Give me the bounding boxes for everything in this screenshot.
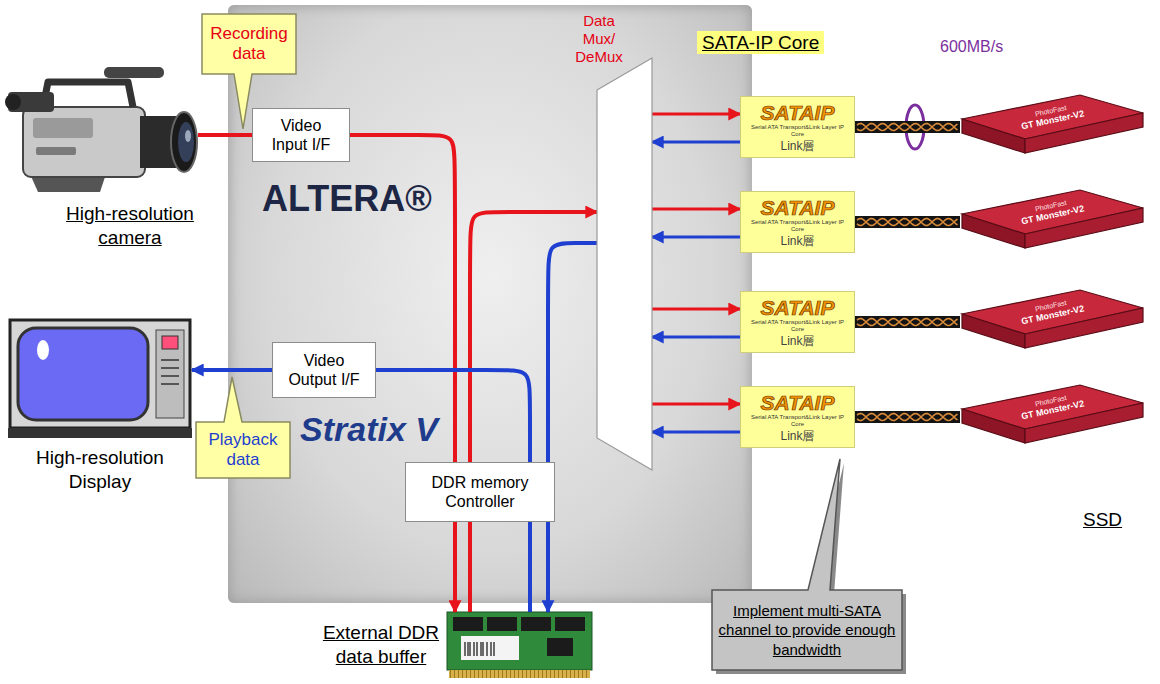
section-heading: SATA-IP Core bbox=[697, 31, 824, 54]
box-label: Video Output I/F bbox=[281, 351, 367, 389]
label-holder: SATA-IP Core bbox=[697, 32, 824, 54]
signal-line bbox=[198, 133, 252, 137]
bandwidth-label: 600MB/s bbox=[940, 38, 1003, 55]
camera-illustration bbox=[5, 67, 197, 192]
fpga-chip: ALTERA® Stratix V Video Input I/F Data Mux/… bbox=[228, 5, 752, 603]
ip-core-box: SATAIPSerial ATA Transport&Link Layer IP… bbox=[740, 96, 855, 158]
ssd-drive: PhotoFastGT Monster-V2 bbox=[960, 284, 1145, 360]
display-illustration bbox=[8, 320, 192, 438]
layer-label: Link層 bbox=[780, 139, 814, 153]
ip-subtitle: Serial ATA Transport&Link Layer IP Core bbox=[745, 319, 850, 333]
ssd-drive: PhotoFastGT Monster-V2 bbox=[960, 184, 1145, 260]
box-label: Video Input I/F bbox=[261, 116, 341, 154]
ip-core-box: SATAIPSerial ATA Transport&Link Layer IP… bbox=[740, 291, 855, 353]
write-arrow bbox=[652, 208, 740, 211]
sata-cable bbox=[855, 121, 960, 133]
read-arrow bbox=[652, 431, 740, 434]
label-holder: 600MB/s bbox=[940, 38, 1003, 56]
interface-box: Video Output I/F bbox=[272, 342, 376, 398]
cable-twist-group bbox=[857, 124, 958, 421]
callout-text: Recording data bbox=[206, 24, 292, 65]
bandwidth-loop bbox=[906, 105, 924, 149]
ssd-drive: PhotoFastGT Monster-V2 bbox=[960, 89, 1145, 165]
logo-text: Stratix V bbox=[300, 410, 438, 449]
callout-text: Playback data bbox=[200, 430, 286, 471]
read-arrow bbox=[652, 141, 740, 144]
note-text: Implement multi-SATA channel to provide … bbox=[716, 601, 898, 660]
outline-face bbox=[962, 119, 1025, 153]
ssd-outline bbox=[960, 89, 1145, 165]
ip-subtitle: Serial ATA Transport&Link Layer IP Core bbox=[745, 219, 850, 233]
camera-figure: High-resolution camera bbox=[8, 52, 198, 250]
ssd-outline bbox=[960, 184, 1145, 260]
signal-line bbox=[350, 135, 455, 612]
ssd-drive: PhotoFastGT Monster-V2 bbox=[960, 379, 1145, 455]
box-label: DDR memory Controller bbox=[414, 473, 546, 511]
cable-twist bbox=[857, 414, 958, 421]
logo-text: ALTERA® bbox=[262, 178, 432, 220]
signal-line bbox=[192, 368, 272, 372]
signal-line bbox=[470, 212, 597, 612]
ssd-outline bbox=[960, 379, 1145, 455]
layer-label: Link層 bbox=[780, 429, 814, 443]
signal-line bbox=[548, 243, 597, 612]
callout-box: Recording data bbox=[202, 14, 296, 74]
sata-cable bbox=[855, 411, 960, 423]
signal-line bbox=[376, 370, 530, 612]
callout-box: Playback data bbox=[196, 422, 290, 478]
text-holder: Data Mux/ DeMux bbox=[570, 12, 628, 66]
ip-core-box: SATAIPSerial ATA Transport&Link Layer IP… bbox=[740, 191, 855, 253]
sata-cable bbox=[855, 316, 960, 328]
cable-twist bbox=[857, 414, 958, 421]
ip-core-box: SATAIPSerial ATA Transport&Link Layer IP… bbox=[740, 386, 855, 448]
memory-module-illustration bbox=[447, 612, 592, 678]
cable-twist bbox=[857, 124, 958, 131]
ssd-outline bbox=[960, 284, 1145, 360]
cable-twist bbox=[857, 219, 958, 226]
outline-face bbox=[597, 58, 652, 470]
ip-subtitle: Serial ATA Transport&Link Layer IP Core bbox=[745, 124, 850, 138]
outline-face bbox=[962, 214, 1025, 248]
note-callout: Implement multi-SATA channel to provide … bbox=[712, 590, 902, 670]
outline-face bbox=[962, 314, 1025, 348]
ip-logo: SATAIP bbox=[761, 296, 835, 319]
interface-box: Video Input I/F bbox=[252, 108, 350, 162]
callout-shape bbox=[712, 459, 902, 670]
mux-outline bbox=[597, 58, 652, 470]
read-arrow bbox=[652, 336, 740, 339]
callout-shape bbox=[196, 377, 290, 478]
text-holder: ALTERA® bbox=[262, 178, 432, 220]
figure-label: High-resolution Display bbox=[8, 446, 192, 494]
cable-twist bbox=[857, 319, 958, 326]
connector-group bbox=[192, 114, 960, 612]
write-arrow bbox=[652, 113, 740, 116]
figure-label: External DDR data buffer bbox=[320, 621, 442, 669]
ip-logo: SATAIP bbox=[761, 101, 835, 124]
controller-box: DDR memory Controller bbox=[405, 462, 555, 522]
read-arrow bbox=[652, 236, 740, 239]
cable-twist bbox=[857, 124, 958, 131]
label-holder: SSD bbox=[1083, 508, 1122, 532]
ip-logo: SATAIP bbox=[761, 391, 835, 414]
memory-module: External DDR data buffer bbox=[320, 612, 592, 678]
write-arrow bbox=[652, 403, 740, 406]
display-figure: High-resolution Display bbox=[8, 318, 192, 494]
mux-block: Data Mux/ DeMux bbox=[597, 58, 652, 470]
text-holder: Stratix V bbox=[300, 410, 438, 449]
ip-subtitle: Serial ATA Transport&Link Layer IP Core bbox=[745, 414, 850, 428]
outline-face bbox=[962, 409, 1025, 443]
write-arrow bbox=[652, 308, 740, 311]
cable-twist bbox=[857, 319, 958, 326]
sata-cable bbox=[855, 216, 960, 228]
figure-label: High-resolution camera bbox=[62, 202, 198, 250]
ip-logo: SATAIP bbox=[761, 196, 835, 219]
layer-label: Link層 bbox=[780, 334, 814, 348]
cable-twist bbox=[857, 219, 958, 226]
mux-heading: Data Mux/ DeMux bbox=[570, 12, 628, 66]
device-label: SSD bbox=[1083, 509, 1122, 530]
layer-label: Link層 bbox=[780, 234, 814, 248]
